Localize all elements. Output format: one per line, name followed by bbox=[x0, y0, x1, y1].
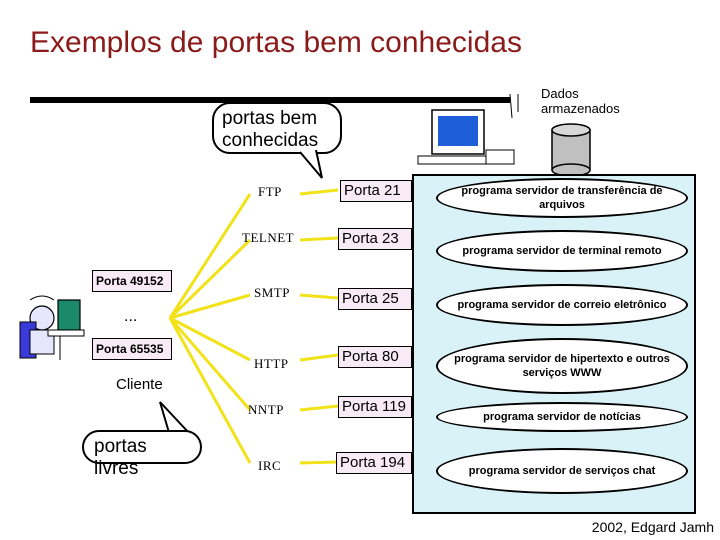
callout-text: portas bem conhecidas bbox=[222, 108, 319, 151]
database-icon bbox=[551, 123, 591, 177]
program-ftp-server: programa servidor de transferência de ar… bbox=[436, 178, 688, 218]
program-http-server: programa servidor de hipertexto e outros… bbox=[436, 338, 688, 394]
well-known-ports-callout: portas bem conhecidas bbox=[212, 102, 342, 154]
protocol-ftp: FTP bbox=[258, 184, 282, 199]
server-port-119: Porta 119 bbox=[338, 396, 412, 418]
page-title: Exemplos de portas bem conhecidas bbox=[30, 26, 522, 59]
program-smtp-server: programa servidor de correio eletrônico bbox=[436, 284, 688, 326]
program-telnet-server: programa servidor de terminal remoto bbox=[436, 230, 688, 272]
protocol-http: HTTP bbox=[254, 356, 289, 371]
server-computer-icon bbox=[417, 93, 519, 165]
server-port-23: Porta 23 bbox=[338, 228, 412, 250]
client-connectors bbox=[168, 188, 339, 465]
free-ports-callout: portas livres bbox=[82, 430, 202, 479]
server-port-21: Porta 21 bbox=[340, 180, 412, 202]
client-port-49152: Porta 49152 bbox=[92, 270, 172, 292]
program-irc-server: programa servidor de serviços chat bbox=[436, 448, 688, 494]
program-nntp-server: programa servidor de notícias bbox=[436, 402, 688, 432]
client-port-65535: Porta 65535 bbox=[92, 338, 172, 360]
footer-credit: 2002, Edgard Jamh bbox=[591, 519, 714, 535]
protocol-telnet: TELNET bbox=[242, 230, 295, 245]
server-programs-panel: programa servidor de transferência de ar… bbox=[412, 174, 696, 514]
client-label: Cliente bbox=[116, 376, 163, 393]
server-port-194: Porta 194 bbox=[336, 452, 412, 474]
storage-label: Dados armazenados bbox=[541, 86, 620, 116]
protocol-irc: IRC bbox=[258, 458, 282, 473]
protocol-smtp: SMTP bbox=[254, 285, 290, 300]
client-port-ellipsis: ... bbox=[124, 308, 138, 325]
server-port-80: Porta 80 bbox=[338, 346, 412, 368]
protocol-nntp: NNTP bbox=[248, 402, 284, 417]
server-port-25: Porta 25 bbox=[338, 288, 412, 310]
client-user-icon bbox=[19, 295, 85, 360]
callout-text: portas livres bbox=[94, 436, 147, 479]
